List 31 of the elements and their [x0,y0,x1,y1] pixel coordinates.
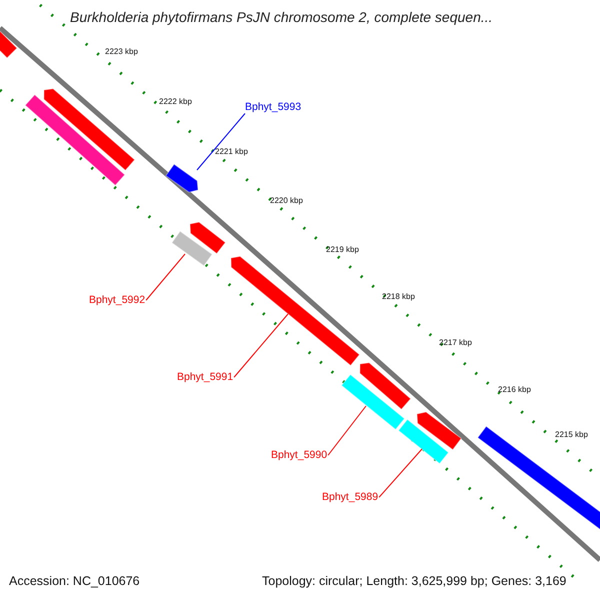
gene-block [189,222,226,254]
gene-block [24,94,126,186]
scale-label: 2217 kbp [439,339,472,347]
gene-block [43,88,136,171]
scale-label: 2222 kbp [159,98,192,106]
scale-label: 2223 kbp [105,48,138,56]
gene-block [230,256,360,366]
scale-label: 2221 kbp [215,148,248,156]
scale-label: 2215 kbp [555,431,588,439]
leader-line [378,448,422,498]
scale-label: 2220 kbp [270,197,303,205]
gene-block [340,374,406,430]
gene-label: Bphyt_5993 [245,102,302,112]
gene-block [398,418,450,464]
leader-line [328,406,366,456]
title: Burkholderia phytofirmans PsJN chromosome 2, complete sequen... [70,10,493,24]
leader-line [234,314,288,378]
accession-text: Accession: NC_010676 [9,575,140,588]
leader-line [196,113,246,170]
leader-line [146,254,186,301]
gene-label: Bphyt_5990 [271,450,328,460]
scale-label: 2218 kbp [382,293,415,301]
genome-summary-text: Topology: circular; Length: 3,625,999 bp; Genes: 3,169 [262,575,566,588]
gene-label: Bphyt_5992 [89,295,146,306]
gene-block [359,362,412,410]
scale-label: 2216 kbp [498,386,531,394]
gene-block [416,411,462,450]
gene-label: Bphyt_5991 [177,372,234,382]
gene-block [165,164,199,193]
gene-label: Bphyt_5989 [322,492,378,502]
gene-block [171,230,213,266]
